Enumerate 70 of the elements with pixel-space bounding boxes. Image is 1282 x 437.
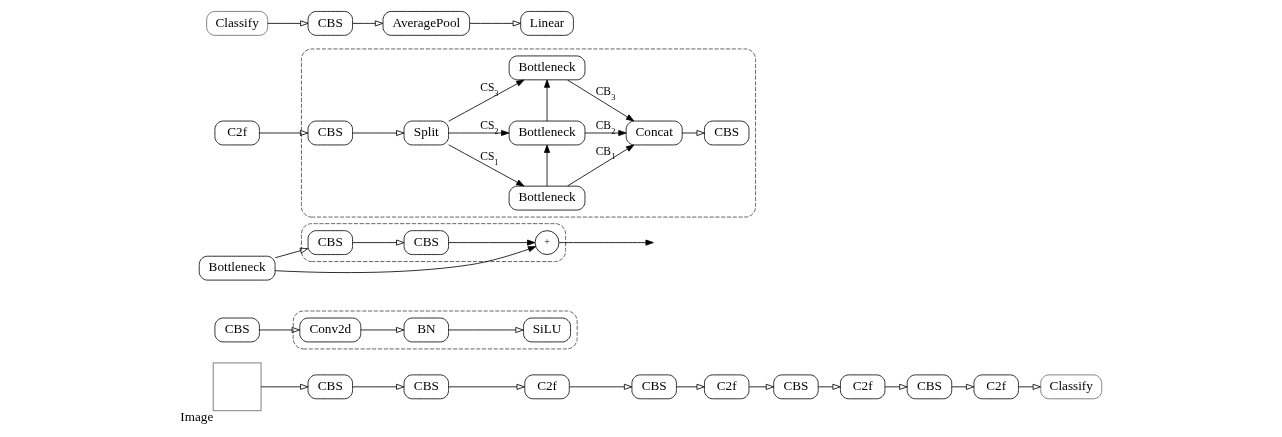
node-box: C2f [840,374,886,400]
node-box: Bottleneck [508,185,586,211]
arrow [818,383,841,390]
arrow [558,239,654,246]
arrow [448,383,525,390]
node-circle: + [534,230,560,255]
node-box: AveragePool [382,11,470,36]
arrow [352,20,384,27]
node-label: Image [180,409,214,425]
arrow [748,383,775,390]
node-box: Bottleneck [198,255,276,281]
edge-label: CB$_{1}$ [595,144,616,162]
edge-label: CB$_{2}$ [595,119,616,136]
node-box: Bottleneck [508,55,586,81]
arrow [352,239,405,246]
arrow [259,130,309,136]
edge-label: CB$_{3}$ [595,85,616,102]
arrow [448,79,525,122]
edge-label: CS$_{3}$ [480,81,499,98]
arrow [448,326,524,333]
arrow [544,144,551,187]
arrow [567,79,635,122]
arrow [1018,383,1041,390]
arrow [951,383,975,390]
node-box: C2f [524,374,570,400]
arrow [260,383,309,390]
node-box: CBS [307,374,353,400]
arrow [469,20,521,27]
edge-label: CS$_{2}$ [480,119,499,136]
arrow [352,130,405,136]
arrow [569,383,633,390]
arrow [884,383,908,390]
edge-label: CS$_{1}$ [480,150,499,167]
arrow [544,79,551,122]
arrow [259,326,300,333]
node-box: CBS [307,120,353,146]
node-box: Classify [206,11,269,36]
arrow [567,144,635,187]
node-box: C2f [704,374,750,400]
node-box: CBS [631,374,677,400]
arrow [352,383,405,390]
node-box: Classify [1040,374,1103,400]
node-box: Split [403,120,449,146]
arrow [448,239,536,246]
arrow [274,246,537,273]
node-box: CBS [403,230,449,255]
node-box: CBS [307,11,353,36]
arrow [360,326,405,333]
node-box: Linear [520,11,574,36]
node-box: CBS [403,374,449,400]
node-box: BN [403,317,449,343]
arrow [681,130,705,136]
node-box: CBS [906,374,953,400]
node-box: C2f [214,120,260,146]
node-box: CBS [704,120,750,146]
arrow [448,144,525,187]
node-box: CBS [773,374,819,400]
arrow [584,130,627,136]
arrow [448,130,510,136]
node-box: CBS [307,230,353,255]
node-box: C2f [973,374,1019,400]
node-box: Concat [625,120,683,146]
arrow [274,247,309,259]
node-box [212,362,262,412]
node-box: SiLU [523,317,571,343]
arrow [676,383,705,390]
arrow [267,20,309,27]
node-box: CBS [214,317,260,343]
node-box: Conv2d [299,317,362,343]
node-box: Bottleneck [508,120,586,146]
